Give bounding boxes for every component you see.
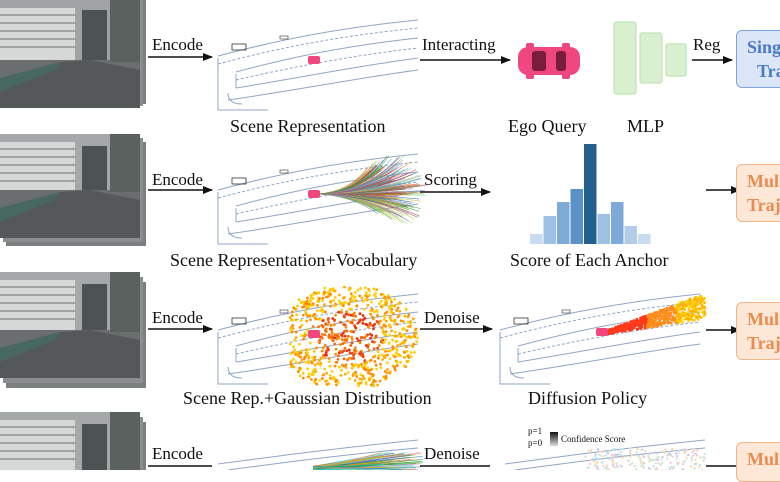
- caption-score-of-each-anchor: Score of Each Anchor: [510, 250, 668, 271]
- histogram-bar: [611, 202, 624, 244]
- output-box-line1: Mul: [747, 307, 780, 331]
- caption-gaussian-distribution: Scene Rep.+Gaussian Distribution: [183, 388, 432, 409]
- encode-label-4: Encode: [152, 444, 203, 464]
- histogram-bar: [638, 234, 651, 244]
- vocabulary-lines-row4: [313, 452, 423, 470]
- scene-map-3: [218, 286, 419, 388]
- encode-label-2: Encode: [152, 170, 203, 190]
- anchor-score-histogram: [530, 144, 651, 244]
- caption-scene-representation: Scene Representation: [230, 116, 385, 137]
- histogram-bar: [557, 202, 570, 244]
- output-box-line1: Mul: [747, 447, 780, 471]
- output-box-line2: Traj: [747, 193, 780, 217]
- legend-p1: p=1: [528, 426, 542, 436]
- scene-map-2: [218, 154, 427, 244]
- confidence-legend-bar: [550, 432, 558, 446]
- caption-scene-vocabulary: Scene Representation+Vocabulary: [170, 250, 417, 271]
- multi-trajectory-output-box-3: Mul Traj: [736, 302, 780, 360]
- single-trajectory-output-box: Sing Tra: [736, 30, 780, 88]
- histogram-bar: [571, 189, 584, 244]
- legend-confidence-score: Confidence Score: [561, 434, 625, 444]
- output-box-line2: Traj: [747, 331, 780, 355]
- scene-map-1: [218, 20, 418, 110]
- output-box-line2: Tra: [747, 59, 780, 83]
- ego-car-marker: [308, 56, 320, 64]
- ego-car-marker: [308, 190, 320, 198]
- scene-map-4: [218, 440, 423, 470]
- output-box-line1: Mul: [747, 169, 780, 193]
- legend-p0: p=0: [528, 438, 542, 448]
- ego-car-marker: [596, 328, 608, 336]
- denoise-label-2: Denoise: [424, 444, 480, 464]
- ego-car-marker: [308, 330, 320, 338]
- encode-label-3: Encode: [152, 308, 203, 328]
- ego-car-icon: [518, 43, 580, 79]
- histogram-bar: [530, 234, 543, 244]
- histogram-bar: [625, 226, 638, 244]
- histogram-bar: [584, 144, 597, 244]
- scoring-label: Scoring: [424, 170, 477, 190]
- diffusion-map: [500, 294, 706, 384]
- multi-trajectory-output-box-2: Mul Traj: [736, 164, 780, 222]
- histogram-bar: [598, 214, 611, 244]
- interacting-label: Interacting: [422, 35, 496, 55]
- denoised-trajectory-cloud: [607, 295, 706, 335]
- trajectory-vocabulary: [318, 156, 427, 224]
- encode-label-1: Encode: [152, 35, 203, 55]
- caption-ego-query: Ego Query: [508, 116, 586, 137]
- caption-mlp: MLP: [627, 116, 664, 137]
- histogram-bar: [544, 216, 557, 244]
- multi-trajectory-output-box-4: Mul: [736, 442, 780, 482]
- reg-label: Reg: [693, 35, 720, 55]
- denoise-label-1: Denoise: [424, 308, 480, 328]
- caption-diffusion-policy: Diffusion Policy: [528, 388, 647, 409]
- mlp-icon: [614, 22, 686, 94]
- output-box-line1: Sing: [747, 35, 780, 59]
